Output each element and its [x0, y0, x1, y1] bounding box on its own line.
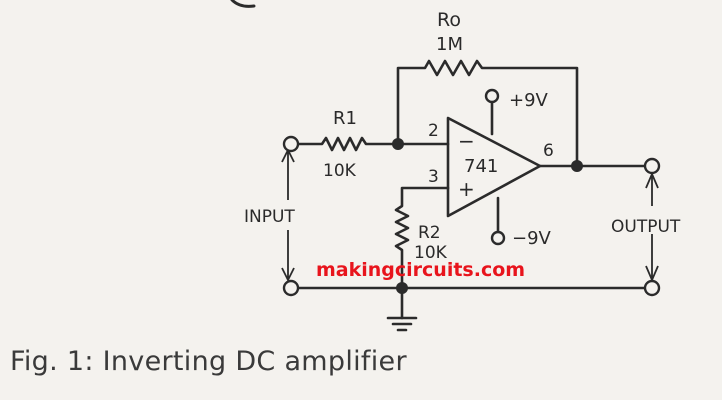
ground-symbol [386, 316, 418, 332]
r2-label: R2 [418, 223, 441, 243]
r1-label: R1 [333, 108, 357, 129]
cropped-heading-fragment [230, 0, 256, 8]
input-terminal-bottom [282, 279, 300, 297]
vpos-terminal [484, 88, 500, 104]
r1-wire [296, 136, 450, 152]
input-arrow-down [281, 230, 295, 283]
r2-value: 10K [414, 243, 448, 263]
junction-dot-ground [396, 282, 408, 294]
output-arrow-down [645, 234, 659, 283]
output-terminal-top [643, 157, 661, 175]
inverting-sign: − [458, 129, 475, 153]
vneg-terminal [490, 230, 506, 246]
vpos-label: +9V [509, 90, 549, 111]
vneg-label: −9V [512, 228, 552, 249]
opamp-triangle [446, 116, 542, 218]
ro-label: Ro [437, 9, 461, 31]
noninverting-sign: + [458, 177, 475, 201]
pin-2-label: 2 [428, 121, 439, 141]
opamp-label: 741 [464, 156, 498, 177]
output-terminal-bottom [643, 279, 661, 297]
r2-wire [394, 186, 450, 290]
junction-dot-output [571, 160, 583, 172]
feedback-wire [396, 59, 579, 168]
pin-6-label: 6 [543, 141, 554, 161]
input-terminal-top [282, 135, 300, 153]
r1-value: 10K [323, 161, 357, 181]
ro-value: 1M [436, 34, 463, 55]
input-label: INPUT [244, 207, 295, 227]
figure-caption: Fig. 1: Inverting DC amplifier [10, 346, 407, 377]
watermark-text: makingcircuits.com [316, 259, 525, 281]
pin-3-label: 3 [428, 167, 439, 187]
input-arrow-up [281, 147, 295, 200]
junction-dot-inverting [392, 138, 404, 150]
output-arrow-up [645, 171, 659, 206]
output-label: OUTPUT [611, 217, 681, 237]
